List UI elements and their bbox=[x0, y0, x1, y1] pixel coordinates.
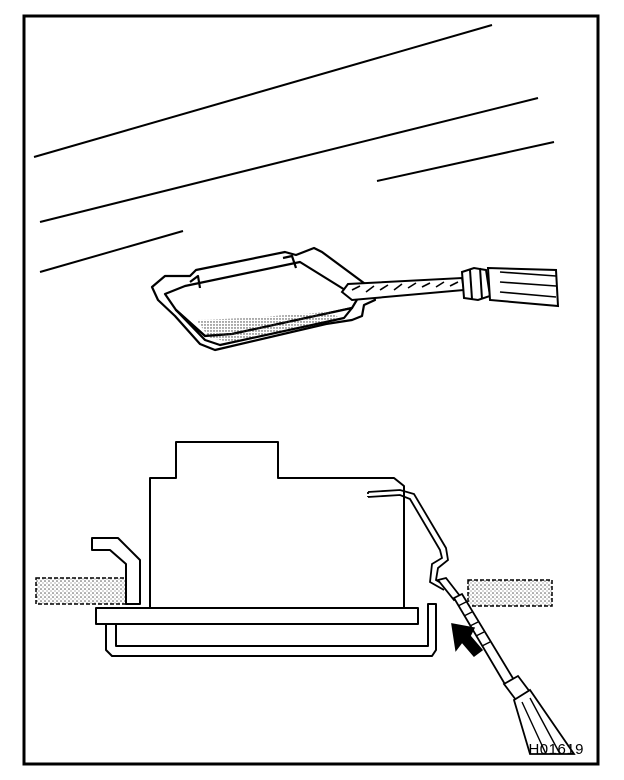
spring-clip bbox=[367, 489, 449, 591]
lens-shading bbox=[196, 312, 340, 342]
ceiling-panel-left bbox=[35, 577, 129, 605]
illustration-border bbox=[22, 14, 600, 766]
screwdriver-section bbox=[436, 576, 576, 755]
push-arrow bbox=[451, 623, 484, 658]
lamp-housing-section bbox=[91, 441, 437, 657]
ceiling-panel-right bbox=[467, 579, 553, 607]
ceiling-lines bbox=[33, 24, 555, 273]
screwdriver-top bbox=[340, 266, 560, 308]
lamp-lens-perspective bbox=[150, 246, 377, 352]
figure-id-label: H01619 bbox=[528, 741, 584, 758]
